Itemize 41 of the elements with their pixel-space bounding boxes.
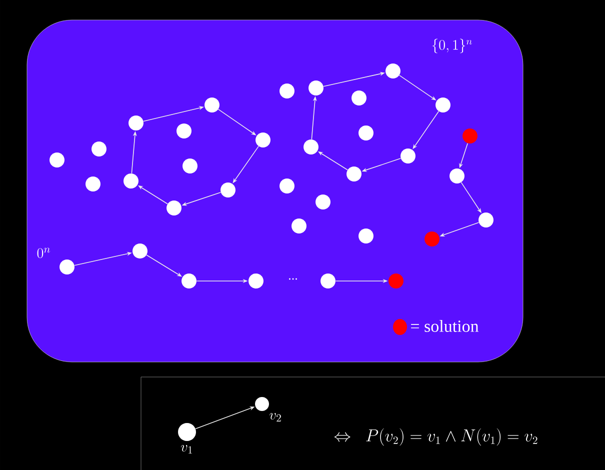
dot: [320, 274, 336, 288]
dot: [280, 178, 294, 194]
dot: [220, 182, 236, 198]
dot: [124, 174, 138, 188]
dot: [86, 176, 100, 192]
dot: [176, 124, 192, 138]
dot: [178, 423, 196, 441]
dot: [346, 166, 362, 182]
dot: [182, 158, 198, 174]
dot: [204, 98, 220, 112]
dot: [352, 90, 366, 106]
dot: [358, 126, 374, 140]
dot: [424, 232, 440, 246]
dot: [436, 98, 450, 112]
dot: [280, 84, 294, 98]
dot: [166, 200, 182, 216]
dot: [60, 260, 74, 274]
dot: [128, 116, 144, 130]
ellipsis: ...: [289, 278, 298, 280]
dot: [400, 148, 416, 164]
dot: [478, 212, 494, 228]
dot: [388, 274, 404, 288]
dot: [256, 132, 270, 148]
legend-text: = solution: [411, 320, 479, 332]
dot: [462, 128, 478, 144]
dot: [255, 397, 269, 411]
dot: [248, 274, 264, 288]
dot: [292, 218, 306, 234]
dot: [316, 194, 330, 210]
dot: [92, 142, 106, 156]
dot: [182, 274, 196, 288]
node-label: $v_1$: [181, 445, 192, 454]
dot: [50, 152, 64, 168]
dot: [386, 64, 400, 78]
dot: [358, 228, 374, 244]
dot: [450, 168, 464, 184]
node-label: $0^{n}$: [37, 248, 50, 258]
dot: [304, 140, 318, 154]
dot: [132, 244, 148, 258]
dot: [308, 80, 324, 96]
node-label: $v_2$: [270, 413, 281, 422]
